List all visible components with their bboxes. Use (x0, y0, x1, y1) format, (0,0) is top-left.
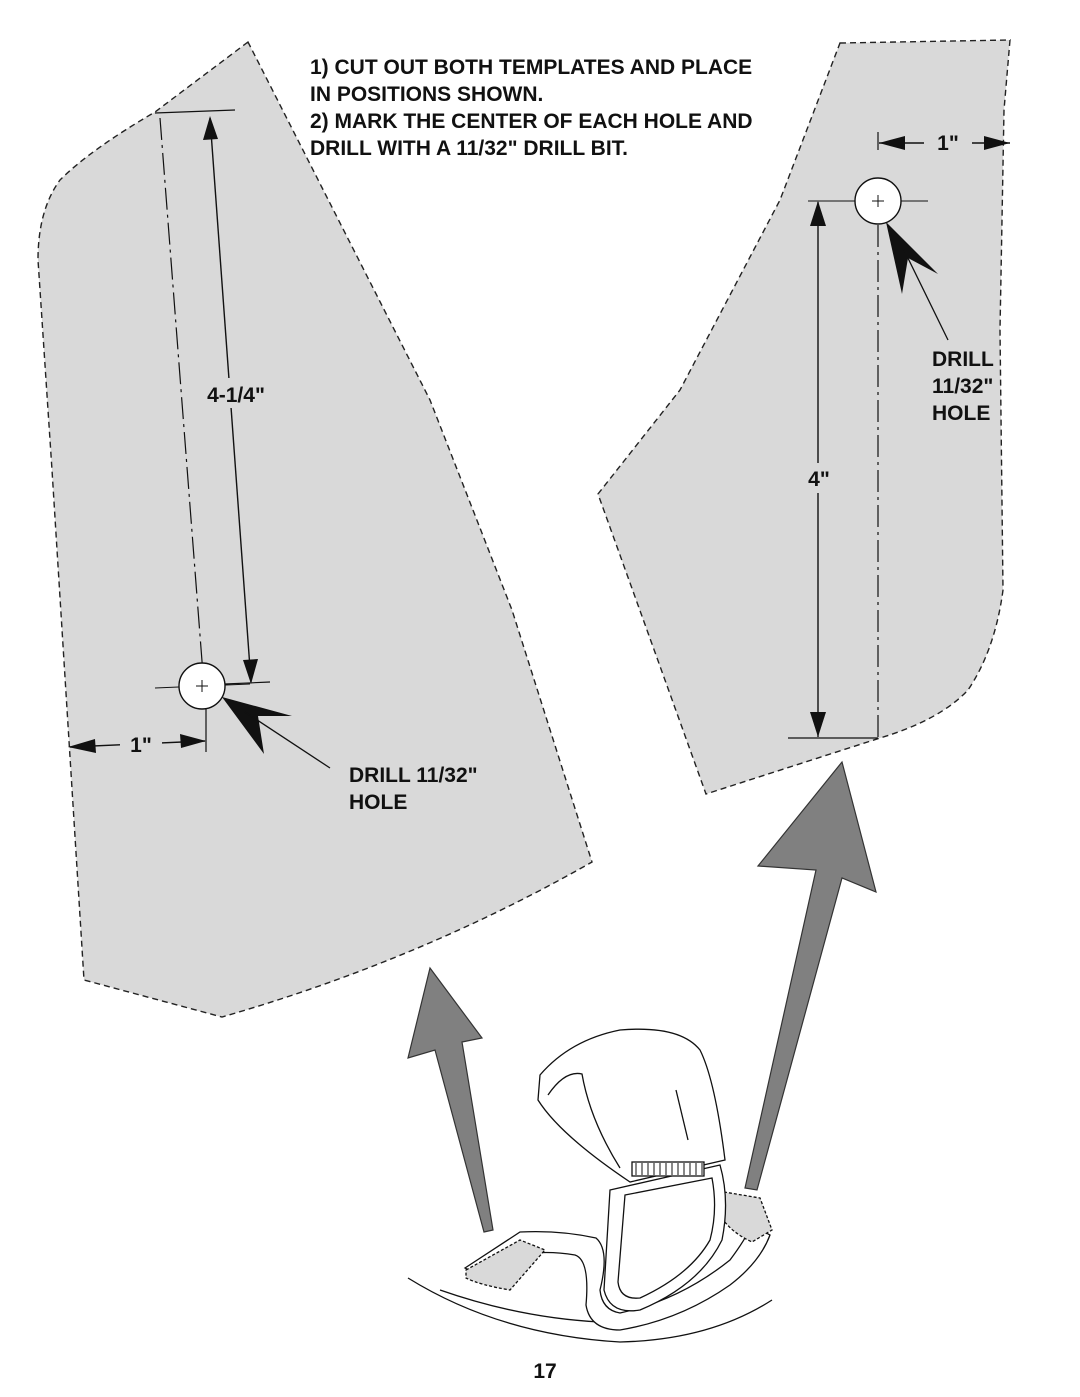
left-vertical-dimension-label: 4-1/4" (207, 384, 265, 407)
right-drill-pointer-arrow (886, 222, 938, 294)
right-drill-label-line1: DRILL (932, 348, 994, 371)
right-template: 1" 4" DRILL 11/32" HOLE (597, 39, 1011, 795)
left-drill-label-line2: HOLE (349, 791, 407, 814)
left-template-on-deck (465, 1239, 547, 1291)
right-drill-label-line3: HOLE (932, 402, 990, 425)
left-template-shape (37, 40, 593, 1018)
left-centerline (159, 117, 206, 701)
instruction-line-2: IN POSITIONS SHOWN. (310, 83, 544, 106)
mower-deck-outer-arc (407, 1277, 773, 1343)
bagger-spring (631, 1161, 705, 1177)
right-placement-arrow (744, 760, 877, 1191)
mower-illustration (407, 1028, 773, 1343)
right-template-shape (597, 39, 1011, 795)
left-dim-arrowhead-top (203, 116, 218, 140)
right-drill-label-line2: 11/32" (932, 375, 993, 398)
right-drill-leader-line (903, 249, 949, 341)
right-vertical-dimension-label: 4" (808, 468, 830, 491)
right-horizontal-dimension-label: 1" (937, 132, 959, 155)
left-dim-arrowhead-bottom (243, 659, 258, 684)
left-horizontal-dimension-label: 1" (130, 734, 152, 757)
right-dim-arrowhead-bottom (810, 712, 826, 737)
right-hdim-arrowhead-right (984, 136, 1010, 150)
left-drill-pointer-arrow (222, 697, 292, 754)
right-dim-arrowhead-top (810, 201, 826, 226)
left-drill-leader-line (244, 711, 331, 769)
left-template: 4-1/4" 1" DRILL 11/32" HOLE (37, 40, 593, 1018)
right-template-on-deck (719, 1191, 773, 1243)
left-hdim-arrowhead-left (68, 739, 96, 753)
instructions-block: 1) CUT OUT BOTH TEMPLATES AND PLACE IN P… (310, 54, 810, 162)
bagger-chute (603, 1164, 727, 1312)
instruction-line-3: 2) MARK THE CENTER OF EACH HOLE AND (310, 110, 753, 133)
instruction-line-4: DRILL WITH A 11/32" DRILL BIT. (310, 137, 628, 160)
left-drill-label-line1: DRILL 11/32" (349, 764, 478, 787)
page-number: 17 (533, 1360, 556, 1383)
instruction-line-1: 1) CUT OUT BOTH TEMPLATES AND PLACE (310, 56, 753, 79)
left-placement-arrow (407, 966, 494, 1233)
left-bottom-extension-line (224, 681, 271, 685)
left-top-extension-line (154, 109, 236, 114)
bagger-hood (537, 1028, 726, 1183)
right-hdim-arrowhead-left (879, 136, 905, 150)
left-hdim-arrowhead-right (180, 734, 206, 748)
